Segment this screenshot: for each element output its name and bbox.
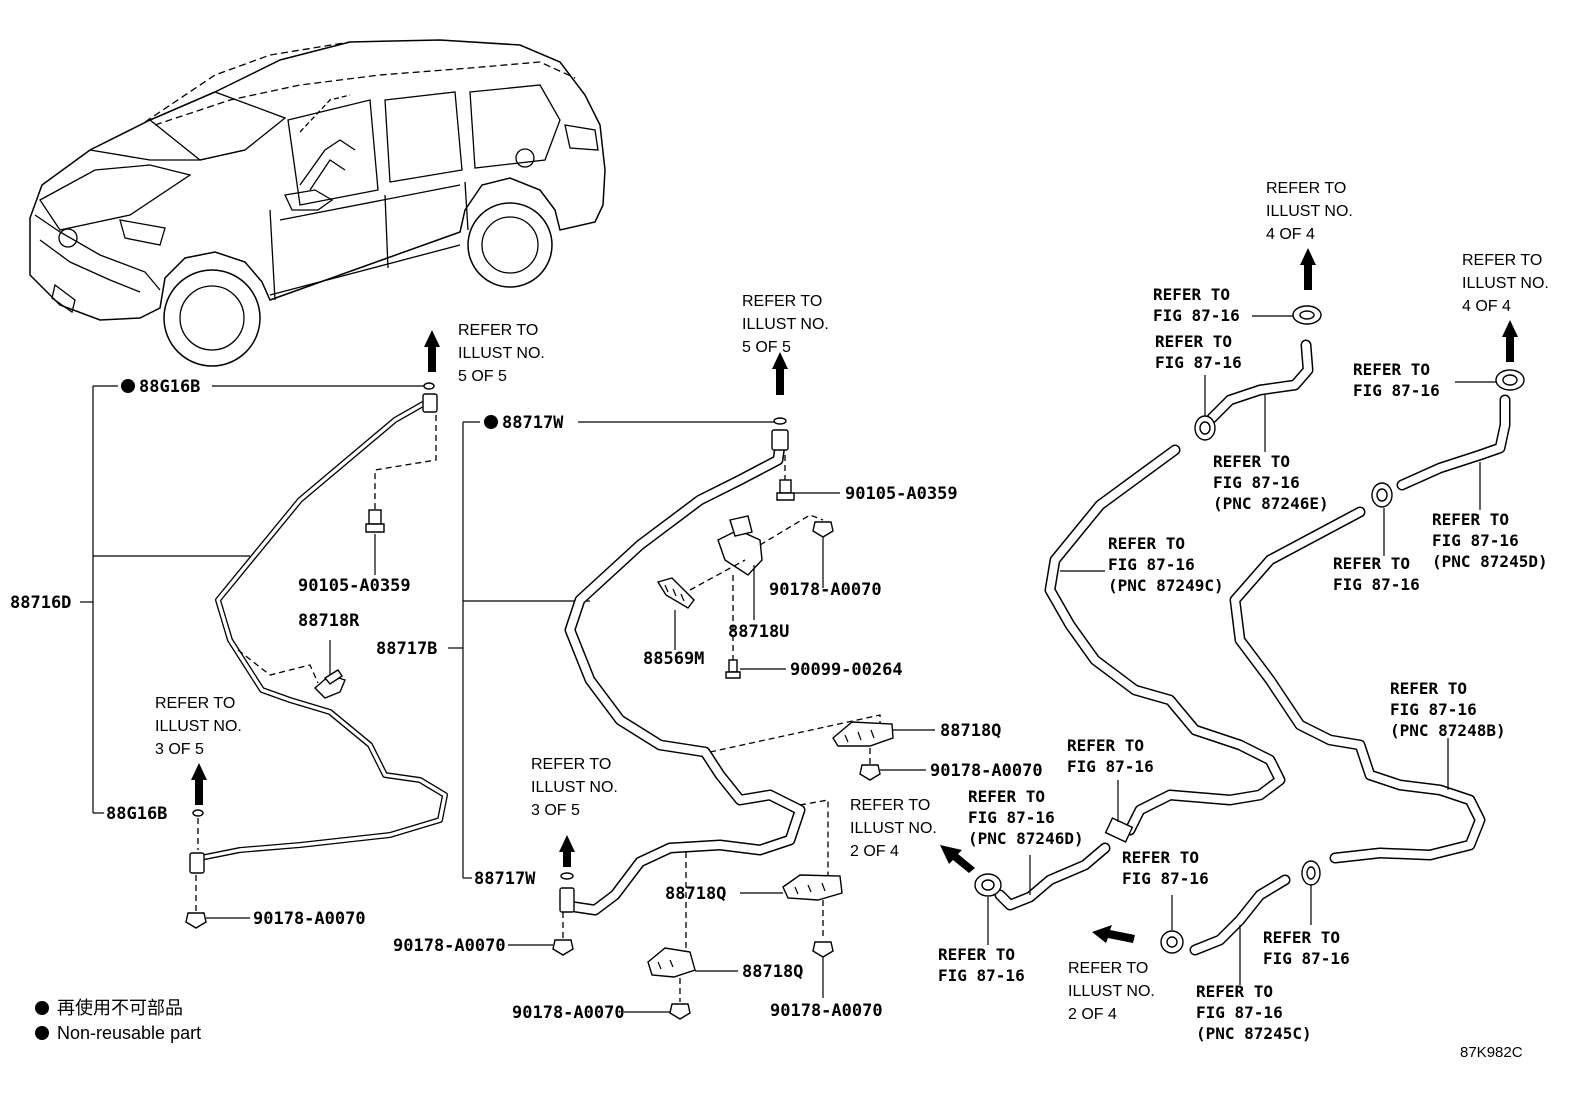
refer-illust-2of4-a: REFER TO ILLUST NO. 2 OF 4: [850, 797, 941, 860]
refer-illust-4of4-b: REFER TO ILLUST NO. 4 OF 4: [1462, 252, 1553, 315]
clamp-246D-b: [1104, 817, 1134, 843]
label-90099: 90099-00264: [790, 660, 903, 680]
nut-90178-mid5: [812, 941, 834, 958]
refer-fig-f14: REFER TO FIG 87-16 (PNC 87245C): [1196, 982, 1312, 1043]
assembly-88716D: [80, 330, 448, 929]
bolt-90105-left: [365, 509, 385, 533]
refer-fig-f10: REFER TO FIG 87-16 (PNC 87246D): [968, 787, 1084, 848]
label-90178-mid5: 90178-A0070: [770, 1001, 883, 1021]
refer-fig-f8: REFER TO FIG 87-16 (PNC 87248B): [1390, 679, 1506, 740]
vehicle-illustration: [29, 39, 606, 367]
arrow-up-icon: [1300, 248, 1316, 290]
arrow-up-icon: [1502, 320, 1518, 362]
refer-illust-5of5-left: REFER TO ILLUST NO. 5 OF 5: [458, 322, 549, 385]
label-88718Q-a: 88718Q: [940, 721, 1001, 741]
label-88569M: 88569M: [643, 649, 704, 669]
label-88717B: 88717B: [376, 639, 437, 659]
clamp-88718Q-c: [647, 947, 696, 978]
refer-fig-f1: REFER TO FIG 87-16: [1153, 285, 1240, 325]
label-88G16B-top: 88G16B: [139, 377, 200, 397]
label-88718Q-b: 88718Q: [665, 884, 726, 904]
clamp-245D-lower: [1371, 482, 1393, 508]
illust-references: REFER TO ILLUST NO. 5 OF 5 REFER TO ILLU…: [155, 180, 1553, 1023]
non-reusable-dot-icon: [121, 379, 135, 393]
nut-90178-mid4: [669, 1003, 691, 1020]
refer-fig-f5: REFER TO FIG 87-16: [1353, 360, 1440, 400]
clamp-245C-a: [1160, 930, 1184, 954]
refer-fig-f3: REFER TO FIG 87-16 (PNC 87246E): [1213, 452, 1329, 513]
refer-illust-3of5-mid: REFER TO ILLUST NO. 3 OF 5: [531, 756, 622, 819]
screw-90099: [725, 659, 741, 679]
label-90178-mid4: 90178-A0070: [512, 1003, 625, 1023]
label-90178-left: 90178-A0070: [253, 909, 366, 929]
nut-90178-mid3: [552, 939, 574, 956]
label-88717W-top: 88717W: [502, 413, 564, 433]
refer-fig-f12: REFER TO FIG 87-16: [938, 945, 1025, 985]
clamp-246D-a: [974, 873, 1002, 897]
part-labels: 88G16B 88716D 88G16B 90105-A0359 88718R …: [10, 377, 1043, 1023]
label-90178-mid1: 90178-A0070: [769, 580, 882, 600]
fig-references: REFER TO FIG 87-16 REFER TO FIG 87-16 RE…: [938, 285, 1548, 1043]
clamp-245C-b: [1301, 860, 1321, 886]
nut-90178-left: [185, 912, 207, 929]
label-88718Q-c: 88718Q: [742, 962, 803, 982]
figure-code: 87K982C: [1460, 1044, 1523, 1061]
non-reusable-dot-icon: [35, 1026, 49, 1040]
label-90105-left: 90105-A0359: [298, 576, 411, 596]
nut-90178-mid1: [812, 521, 834, 538]
clamp-top-245D: [1495, 369, 1525, 391]
arrow-up-icon: [424, 330, 440, 372]
arrow-up-icon: [772, 352, 788, 395]
refer-illust-2of4-b: REFER TO ILLUST NO. 2 OF 4: [1068, 960, 1159, 1023]
clamp-top-246E: [1292, 305, 1322, 325]
assembly-88717B: [448, 352, 935, 1020]
label-90178-mid2: 90178-A0070: [930, 761, 1043, 781]
arrow-up-icon: [191, 763, 207, 805]
clip-88569M: [656, 577, 695, 609]
arrow-left-icon: [1092, 925, 1135, 943]
label-90178-mid3: 90178-A0070: [393, 936, 506, 956]
clamp-88718R: [313, 669, 346, 699]
non-reusable-dot-icon: [484, 415, 498, 429]
clamp-88718Q-b: [782, 874, 843, 901]
non-reusable-dot-icon: [35, 1001, 49, 1015]
legend-english: Non-reusable part: [57, 1023, 201, 1043]
label-88716D: 88716D: [10, 593, 71, 613]
refer-fig-f13: REFER TO FIG 87-16: [1263, 928, 1350, 968]
clamp-246E-lower: [1194, 415, 1216, 441]
refer-fig-f9: REFER TO FIG 87-16: [1067, 736, 1154, 776]
label-88717W-bottom: 88717W: [474, 869, 536, 889]
bolt-90105-mid: [776, 479, 795, 501]
refer-fig-f2: REFER TO FIG 87-16: [1155, 332, 1242, 372]
label-90105-mid: 90105-A0359: [845, 484, 958, 504]
refer-fig-f11: REFER TO FIG 87-16: [1122, 848, 1209, 888]
refer-illust-5of5-mid: REFER TO ILLUST NO. 5 OF 5: [742, 293, 833, 356]
refer-fig-f7: REFER TO FIG 87-16 (PNC 87245D): [1432, 510, 1548, 571]
nut-90178-mid2: [859, 764, 881, 781]
legend-japanese: 再使用不可部品: [57, 998, 183, 1018]
arrow-up-left-icon: [940, 845, 975, 873]
label-88718U: 88718U: [728, 622, 789, 642]
refer-illust-4of4-a: REFER TO ILLUST NO. 4 OF 4: [1266, 180, 1357, 243]
label-88718R: 88718R: [298, 611, 360, 631]
arrow-up-icon: [559, 835, 575, 867]
clamp-88718Q-a: [832, 721, 894, 747]
bracket-88718U: [717, 515, 763, 576]
legend: 再使用不可部品 Non-reusable part: [35, 998, 201, 1043]
label-88G16B-bottom: 88G16B: [106, 804, 167, 824]
refer-illust-3of5-left: REFER TO ILLUST NO. 3 OF 5: [155, 695, 246, 758]
right-hoses: [940, 248, 1525, 985]
refer-fig-f4: REFER TO FIG 87-16 (PNC 87249C): [1108, 534, 1224, 595]
refer-fig-f6: REFER TO FIG 87-16: [1333, 554, 1420, 594]
